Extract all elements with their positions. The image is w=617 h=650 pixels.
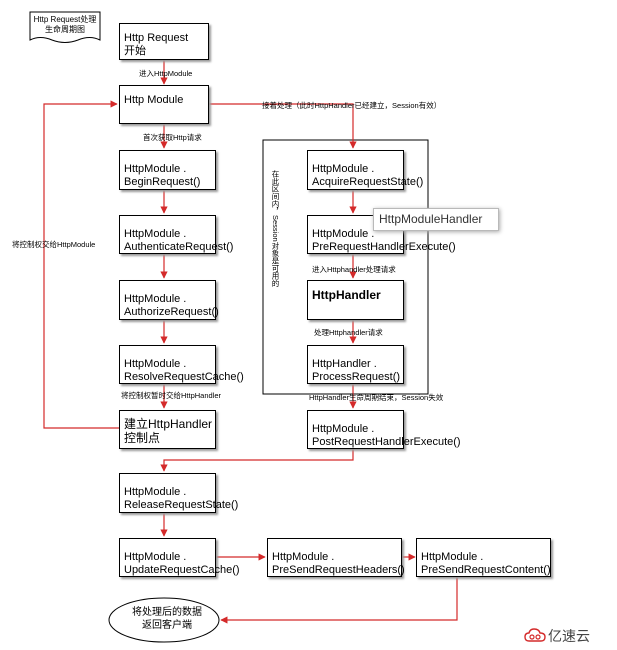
session-region-container: [262, 139, 429, 395]
end-node-line1: 将处理后的数据: [132, 607, 202, 618]
box-line: 建立HttpHandler: [124, 417, 213, 431]
box-line: HttpModule .: [312, 163, 375, 175]
box-line: 开始: [124, 45, 146, 57]
brand-logo: 亿速云: [524, 627, 604, 645]
box-line: AcquireRequestState(): [312, 176, 424, 188]
process-request-box: HttpHandler .ProcessRequest(): [307, 345, 404, 384]
box-line: PreSendRequestHeaders(): [272, 564, 405, 576]
box-line: HttpModule .: [272, 551, 335, 563]
arrow-module-to-acquire: [209, 103, 357, 149]
return-client-ellipse: [108, 597, 220, 643]
box-line: HttpHandler .: [312, 358, 377, 370]
label-enter-handler: 进入Httphandler处理请求: [312, 265, 396, 274]
label-session-region: 在此区间内，Session对象是可用的: [271, 170, 280, 287]
return-client-text: 将处理后的数据 返回客户端: [112, 606, 222, 632]
label-transfer-control-left: 将控制权交给HttpModule: [12, 240, 96, 249]
box-line: HttpModule .: [124, 486, 187, 498]
box-line: ReleaseRequestState(): [124, 499, 239, 511]
box-line: HttpModule .: [124, 163, 187, 175]
box-line: PreSendRequestContent(): [421, 564, 551, 576]
box-line: HttpModule .: [124, 551, 187, 563]
http-handler-box: HttpHandler: [307, 280, 404, 320]
arrow-build-back-to-module: [43, 100, 119, 429]
authorize-request-box: HttpModule .AuthorizeRequest(): [119, 280, 219, 320]
box-line: HttpModule .: [124, 228, 187, 240]
arrow-post-to-release: [160, 449, 354, 472]
update-request-cache-box: HttpModule .UpdateRequestCache(): [119, 538, 240, 577]
label-first-get-http: 首次获取Http请求: [143, 133, 202, 142]
arrow-content-to-return: [220, 577, 458, 624]
box-line: ProcessRequest(): [312, 371, 401, 383]
box-line: AuthorizeRequest(): [124, 306, 219, 318]
logo-text: 亿速云: [548, 628, 590, 644]
http-module-box: Http Module: [119, 85, 209, 124]
document-shape: [29, 11, 101, 43]
box-line: PreRequestHandlerExecute(): [312, 241, 456, 253]
box-line: 控制点: [124, 431, 161, 445]
post-request-handler-execute-box: HttpModule .PostRequestHandlerExecute(): [307, 410, 461, 449]
box-line: Http Module: [124, 94, 184, 106]
cloud-logo-icon: [524, 628, 546, 642]
box-line: PostRequestHandlerExecute(): [312, 436, 461, 448]
label-continue-processing: 接着处理（此时HttpHandler已经建立，Session有效）: [262, 101, 442, 110]
box-line: UpdateRequestCache(): [124, 564, 240, 576]
box-line: AuthenticateRequest(): [124, 241, 234, 253]
document-note-line2: 生命周期图: [45, 25, 85, 34]
box-line: Http Request: [124, 32, 189, 44]
end-node-line2: 返回客户端: [142, 620, 192, 631]
pre-send-request-content-box: HttpModule .PreSendRequestContent(): [416, 538, 551, 577]
resolve-request-cache-box: HttpModule .ResolveRequestCache(): [119, 345, 244, 384]
box-line: HttpHandler: [312, 288, 381, 302]
label-transfer-control-temp: 将控制权暂时交给HttpHandler: [121, 391, 222, 400]
label-handler-end: HttpHandler生命周期结束，Session失效: [309, 393, 444, 402]
begin-request-box: HttpModule .BeginRequest(): [119, 150, 216, 190]
release-request-state-box: HttpModule .ReleaseRequestState(): [119, 473, 238, 513]
box-line: HttpModule .: [124, 358, 187, 370]
box-line: HttpModule .: [312, 228, 375, 240]
label-enter-module: 进入HttpModule: [139, 69, 193, 78]
box-line: ResolveRequestCache(): [124, 371, 244, 383]
box-line: HttpModule .: [421, 551, 484, 563]
acquire-request-state-box: HttpModule .AcquireRequestState(): [307, 150, 423, 190]
box-line: HttpModule .: [312, 423, 375, 435]
authenticate-request-box: HttpModule .AuthenticateRequest(): [119, 215, 233, 254]
document-note: Http Request处理 生命周期图: [33, 15, 97, 35]
box-line: BeginRequest(): [124, 176, 201, 188]
box-line: HttpModule .: [124, 293, 187, 305]
pre-send-request-headers-box: HttpModule .PreSendRequestHeaders(): [267, 538, 405, 577]
handler-tooltip: HttpModuleHandler: [373, 208, 499, 231]
label-handler-processing: 处理Httphandler请求: [314, 328, 383, 337]
document-note-line1: Http Request处理: [33, 15, 97, 24]
